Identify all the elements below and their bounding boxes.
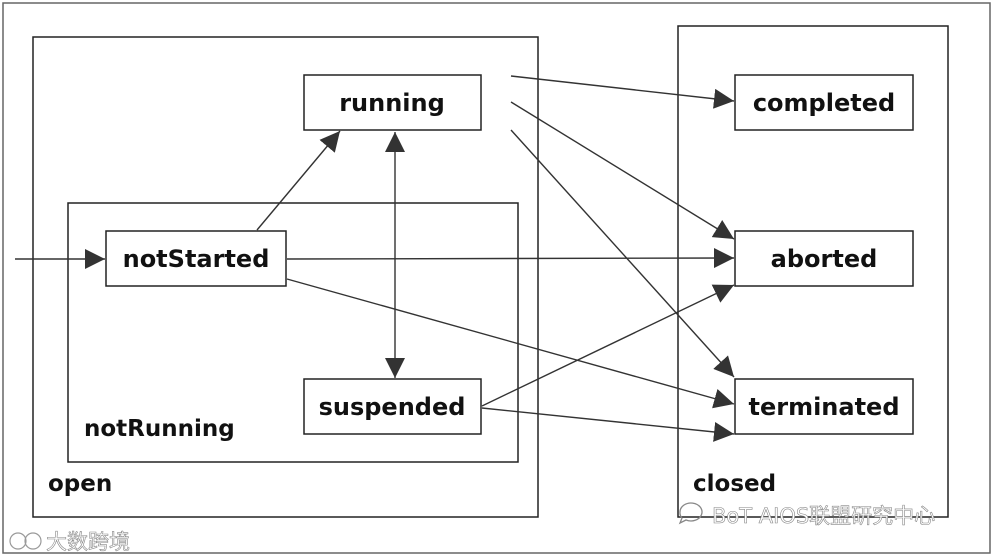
closed-group-box [677,25,949,518]
watermark-right-text: BoT AIOS联盟研究中心 [712,504,935,528]
closed-group-label: closed [693,471,776,497]
not-running-group-box [67,202,519,463]
watermark-left-text: 大数跨境 [46,530,130,554]
completed-label: completed [753,89,895,117]
arrow-running-to-aborted [510,101,735,240]
not-started-label: notStarted [123,245,270,273]
arrow-running-to-completed [510,75,735,109]
terminated-label: terminated [748,393,899,421]
arrow-suspended-to-aborted [481,284,735,407]
running-label: running [339,89,445,117]
watermark-left: 大数跨境 [9,530,130,554]
suspended-state-box [303,378,482,435]
watermark-right: BoT AIOS联盟研究中心 [678,502,935,528]
open-group-box [32,36,539,518]
completed-state-box [734,74,914,131]
open-group-label: open [48,471,112,497]
arrow-notstarted-to-running [256,130,341,231]
aborted-state-box [734,230,914,287]
arrow-suspended-to-terminated [481,407,735,442]
watermark-left-logo-icon [9,532,27,550]
not-started-state-box [105,230,287,287]
arrow-running-to-terminated [510,129,735,378]
arrow-notstarted-to-terminated [286,278,735,409]
aborted-label: aborted [771,245,878,273]
running-state-box [303,74,482,131]
arrow-notstarted-to-aborted [286,248,735,269]
terminated-state-box [734,378,914,435]
suspended-label: suspended [319,393,466,421]
watermark-left-logo-icon-ring [24,532,42,550]
not-running-group-label: notRunning [84,416,235,442]
wechat-icon [678,502,703,525]
